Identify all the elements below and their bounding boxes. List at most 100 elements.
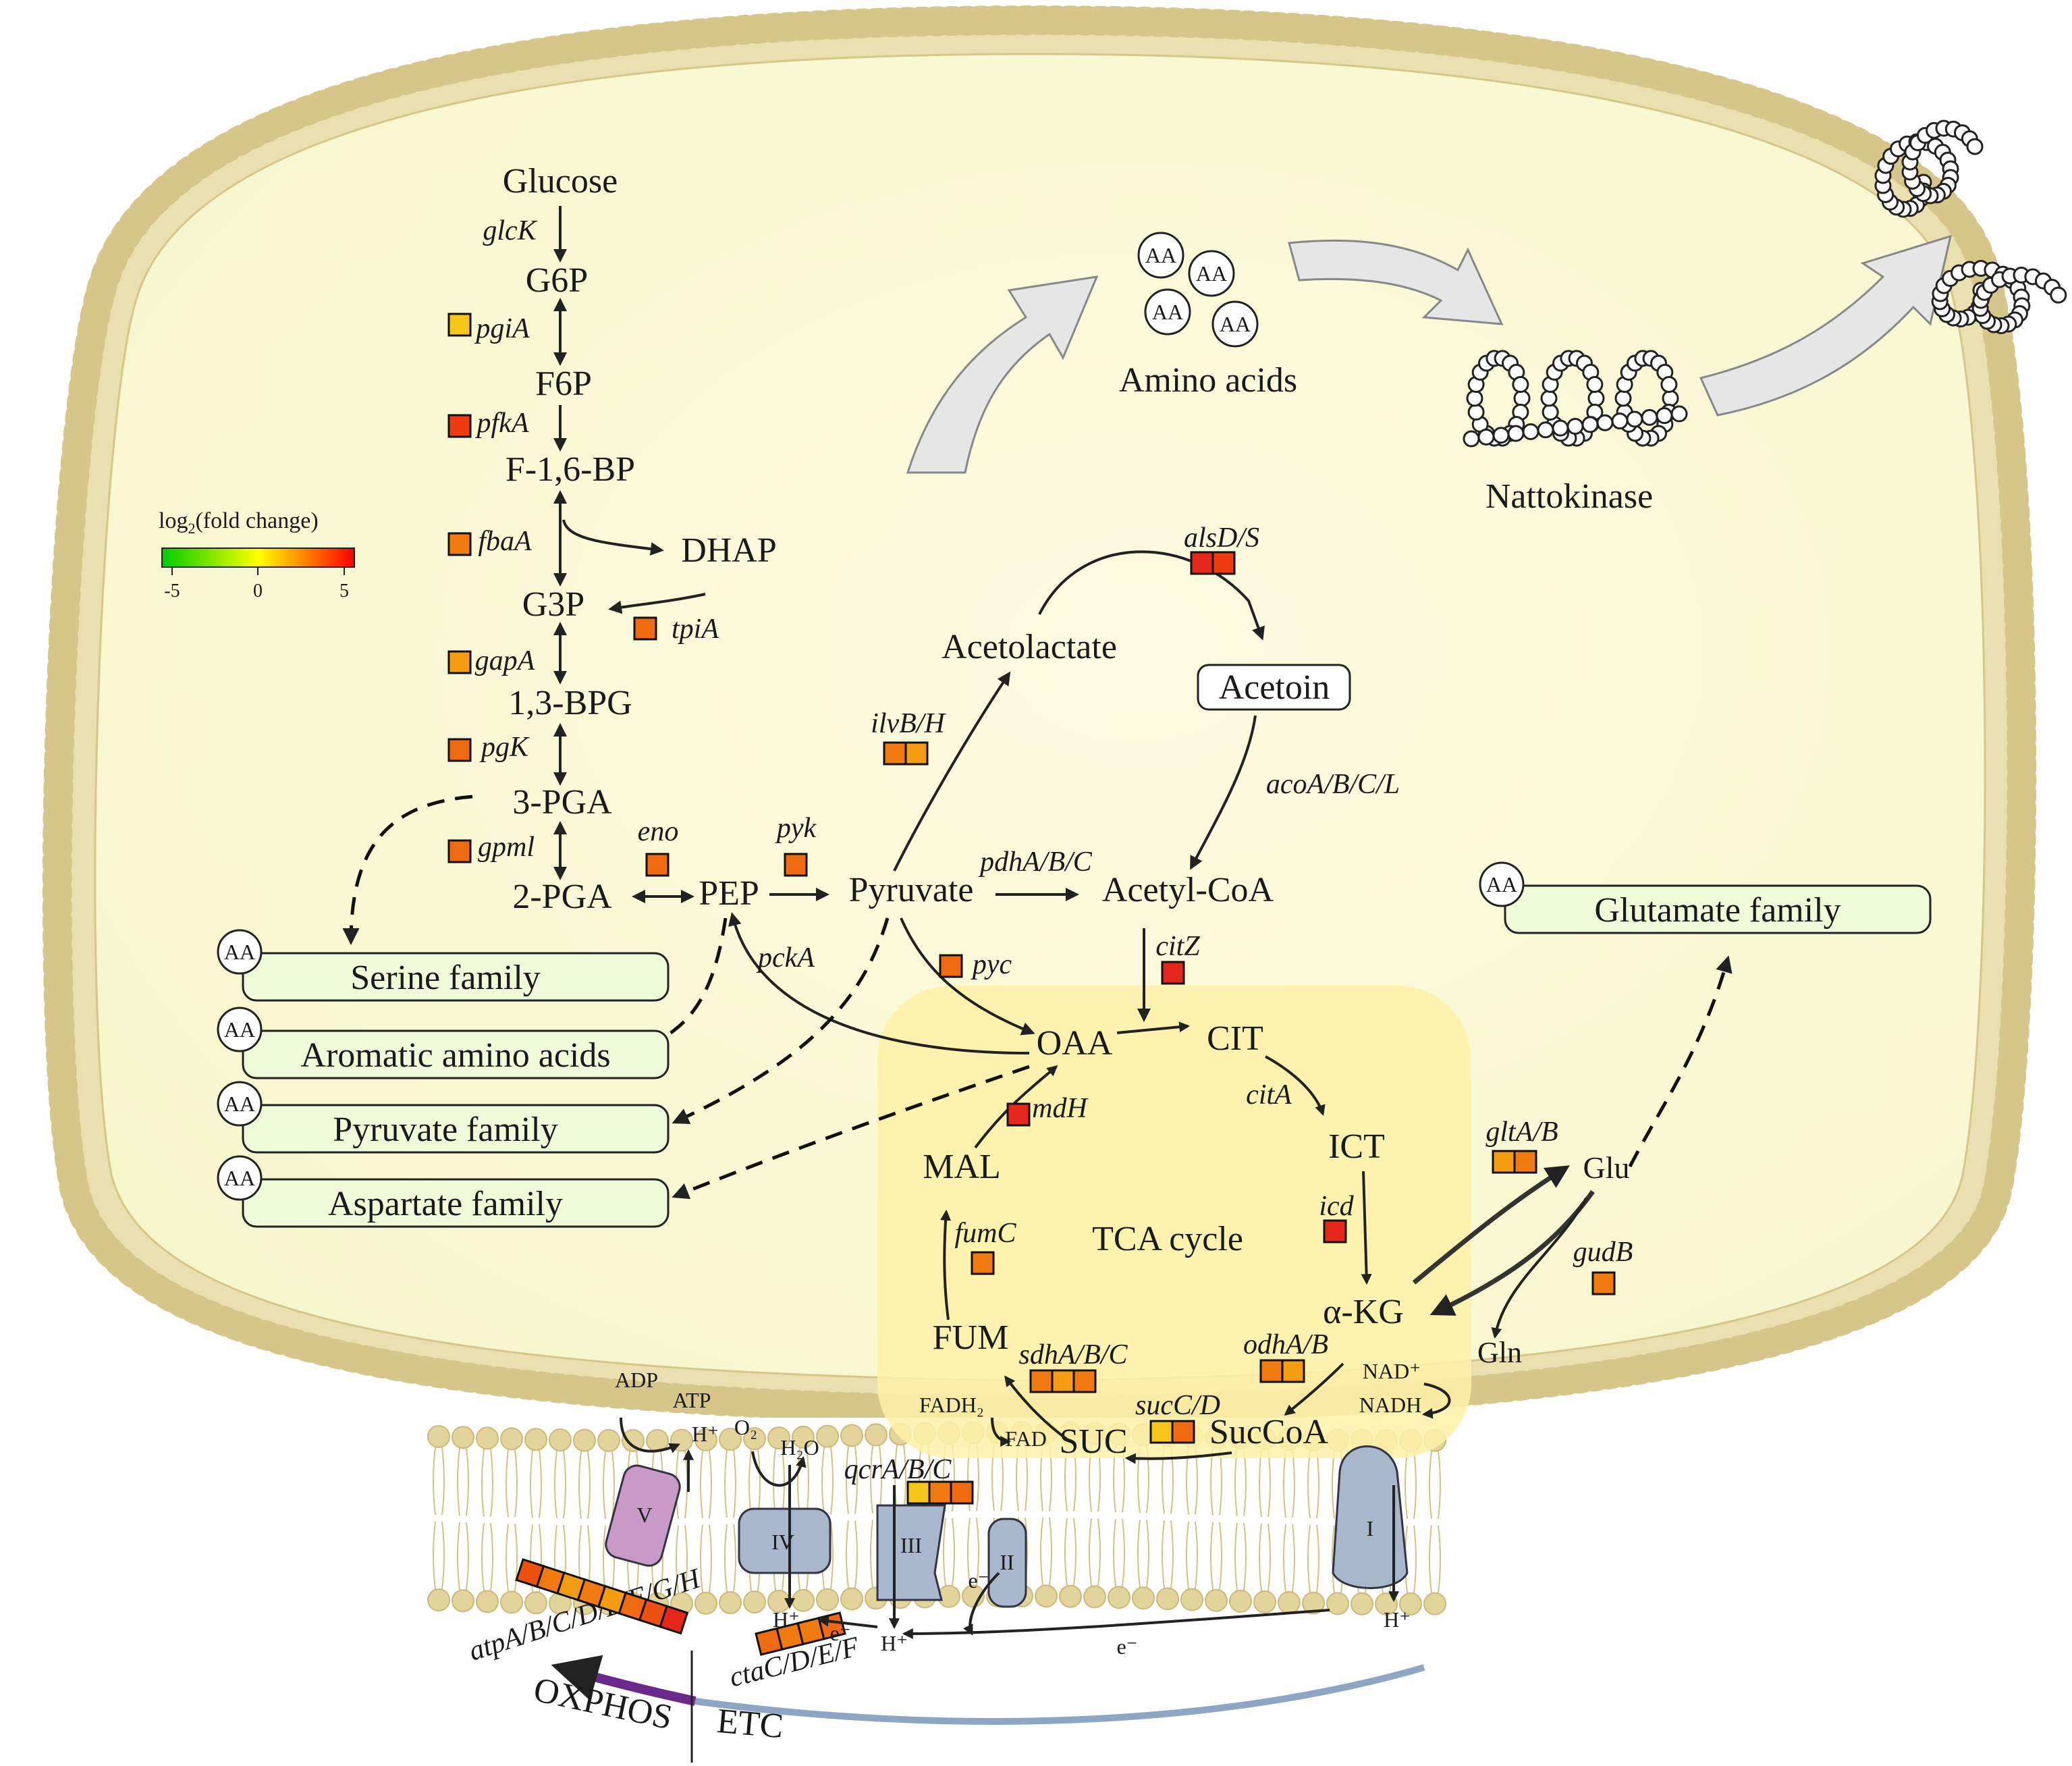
gene-sdhabc: sdhA/B/C — [1018, 1339, 1128, 1370]
met-glucose: Glucose — [503, 162, 618, 200]
met-acetolactate: Acetolactate — [942, 628, 1117, 666]
expr-cell — [1029, 1369, 1054, 1393]
h-plus-i: H⁺ — [1384, 1607, 1411, 1632]
gene-gpml: gpml — [478, 832, 535, 863]
legend: log2(fold change) -5 0 5 — [159, 508, 355, 601]
gene-ilvbh: ilvB/H — [871, 708, 946, 739]
gene-mdh: mdH — [1032, 1093, 1089, 1124]
expr-pgiA — [447, 313, 472, 337]
met-fadh2: FADH₂ — [919, 1393, 984, 1417]
amino-acid-circles: AA AA AA AA — [1137, 232, 1259, 348]
family-aspartate-label: Aspartate family — [328, 1185, 563, 1223]
expr-gudB — [1591, 1271, 1616, 1295]
expr-cell — [447, 738, 472, 762]
svg-text:AA: AA — [224, 1092, 255, 1116]
big-arrow-to-amino-acids — [906, 275, 1099, 474]
h-plus-v: H⁺ — [692, 1422, 719, 1446]
expr-cell — [1149, 1420, 1174, 1444]
expr-gltAB — [1492, 1150, 1537, 1174]
complex-v: V — [605, 1464, 681, 1567]
expr-sucCD — [1149, 1420, 1195, 1444]
met-acetylcoa: Acetyl-CoA — [1102, 871, 1274, 909]
etc-arc — [694, 1664, 1425, 1725]
gene-cita: citA — [1246, 1079, 1292, 1111]
gene-pgk: pgK — [479, 732, 530, 763]
expr-cell — [1161, 961, 1185, 985]
family-serine-label: Serine family — [350, 959, 541, 997]
met-amino-acids: Amino acids — [1119, 361, 1297, 400]
electron-iv: e⁻ — [829, 1621, 850, 1645]
expr-cell — [883, 741, 907, 766]
expr-sdhABC — [1029, 1369, 1097, 1393]
etc-label: ETC — [715, 1702, 785, 1746]
expr-cell — [906, 1480, 931, 1505]
svg-text:AA: AA — [224, 1017, 255, 1042]
expr-cell — [1259, 1359, 1284, 1383]
met-fum: FUM — [933, 1318, 1009, 1357]
gene-gapa: gapA — [475, 645, 535, 676]
met-nadh: NADH — [1359, 1393, 1421, 1417]
met-adp: ADP — [615, 1368, 658, 1392]
met-13bpg: 1,3-BPG — [508, 684, 632, 722]
expr-cell — [1323, 1219, 1347, 1243]
expr-cell — [447, 532, 472, 556]
met-o2: O₂ — [734, 1415, 757, 1439]
expr-pyk — [784, 853, 808, 877]
expr-pfkA — [447, 414, 472, 438]
svg-text:AA: AA — [1145, 243, 1176, 267]
met-f16bp: F-1,6-BP — [506, 450, 635, 489]
expr-ilvBH — [883, 741, 929, 766]
expression-boxes — [447, 313, 1616, 1656]
met-atp: ATP — [673, 1388, 711, 1412]
secreted-protein-chain — [1874, 119, 2067, 334]
expr-pgK — [447, 738, 472, 762]
family-pyruvate: AA Pyruvate family — [217, 1081, 670, 1154]
family-glutamate-label: Glutamate family — [1594, 891, 1841, 930]
expr-cell — [447, 839, 472, 863]
gene-pyk: pyk — [775, 813, 817, 844]
expr-cell — [971, 1251, 995, 1275]
family-aromatic: AA Aromatic amino acids — [217, 1007, 670, 1079]
expr-cell — [1492, 1150, 1516, 1174]
gene-odhab: odhA/B — [1243, 1329, 1328, 1360]
expr-cell — [928, 1480, 952, 1505]
svg-text:AA: AA — [1220, 312, 1251, 336]
expr-fumC — [971, 1251, 995, 1275]
gene-fumc: fumC — [954, 1218, 1016, 1249]
h-plus-iii: H⁺ — [881, 1631, 908, 1655]
expr-cell — [633, 616, 657, 641]
expr-cell — [447, 313, 472, 337]
electron-i: e⁻ — [1116, 1634, 1137, 1659]
expr-cell — [1051, 1369, 1075, 1393]
complex-ii: II — [987, 1518, 1027, 1608]
expr-cell — [1190, 551, 1214, 575]
complex-iii: III — [876, 1504, 946, 1601]
expr-cell — [1513, 1150, 1537, 1174]
expr-cell — [1006, 1102, 1031, 1127]
met-gln: Gln — [1477, 1336, 1522, 1369]
complex-i-label: I — [1367, 1516, 1374, 1541]
expr-cell — [1072, 1369, 1097, 1393]
gene-pyc: pyc — [971, 949, 1012, 980]
gene-alsds: alsD/S — [1184, 523, 1259, 554]
expr-cell — [950, 1480, 974, 1505]
met-g6p: G6P — [526, 261, 588, 300]
met-f6p: F6P — [535, 365, 592, 403]
expr-alsDS — [1190, 551, 1236, 575]
met-akg: α-KG — [1323, 1293, 1404, 1331]
expr-cell — [1211, 551, 1236, 575]
acetoin-box — [1197, 664, 1351, 711]
expr-mdH — [1006, 1102, 1031, 1127]
met-nad: NAD⁺ — [1363, 1359, 1421, 1383]
gene-icd: icd — [1319, 1191, 1354, 1222]
expr-cell — [1281, 1359, 1305, 1383]
expr-cell — [659, 1605, 689, 1635]
expr-fbaA — [447, 532, 472, 556]
expr-cell — [784, 853, 808, 877]
gene-succd: sucC/D — [1135, 1390, 1220, 1421]
expr-atpABCDEFGH — [515, 1558, 689, 1635]
gene-acoabcl: acoA/B/C/L — [1266, 769, 1400, 800]
met-dhap: DHAP — [681, 531, 777, 570]
met-h2o: H₂O — [780, 1435, 819, 1460]
